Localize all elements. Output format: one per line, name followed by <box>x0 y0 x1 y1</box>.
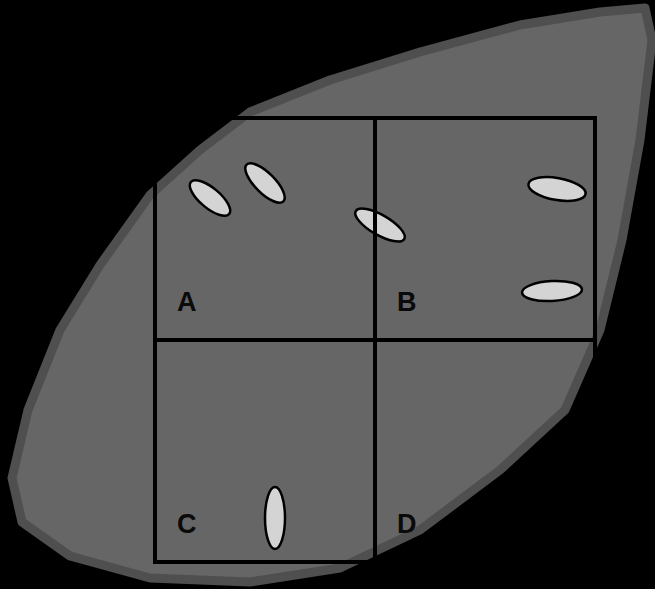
grain <box>522 279 583 302</box>
quadrant-label: B <box>397 289 417 316</box>
grain-ellipses <box>184 158 587 549</box>
quadrant-box: B <box>373 116 597 342</box>
quadrant-box: C <box>153 338 377 564</box>
quadrant-box: D <box>373 338 597 564</box>
quadrant-label: A <box>177 289 197 316</box>
quadrant-box: A <box>153 116 377 342</box>
quadrant-label: C <box>177 511 197 538</box>
quadrant-label: D <box>397 511 417 538</box>
grain <box>351 202 409 247</box>
grain <box>265 487 285 549</box>
grain <box>184 174 235 221</box>
grain <box>527 173 588 205</box>
specimen-outline <box>12 8 652 582</box>
grain <box>240 158 291 209</box>
